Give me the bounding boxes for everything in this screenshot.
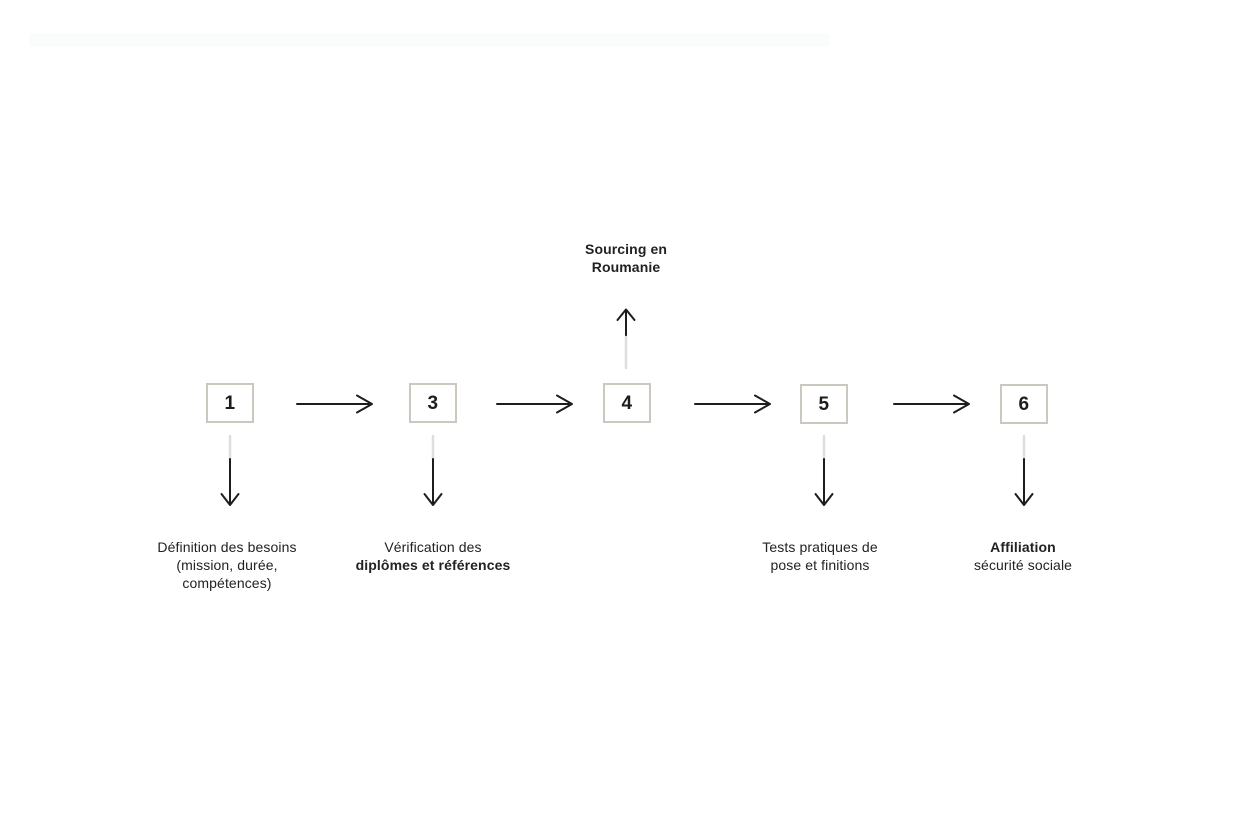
label-line: compétences) — [182, 575, 272, 591]
arrow-down-icon — [1014, 434, 1034, 506]
arrow-right-icon — [496, 394, 573, 414]
step-label-6: Affiliation sécurité sociale — [913, 538, 1133, 574]
arrow-right-icon — [694, 394, 771, 414]
step-box-3: 3 — [409, 383, 457, 423]
label-line: sécurité sociale — [973, 557, 1073, 573]
label-line: Sourcing en — [585, 241, 667, 257]
step-number-6: 6 — [1018, 393, 1030, 415]
step-label-4: Sourcing en Roumanie — [516, 240, 736, 276]
arrow-right-icon — [296, 394, 373, 414]
step-number-5: 5 — [818, 393, 830, 415]
arrow-down-icon — [423, 434, 443, 506]
top-band-artifact — [30, 33, 830, 47]
arrow-up-icon — [616, 308, 636, 370]
step-number-4: 4 — [621, 392, 633, 414]
step-label-1: Définition des besoins (mission, durée, … — [117, 538, 337, 592]
label-line: Définition des besoins — [157, 539, 297, 555]
label-line: diplômes et références — [355, 557, 511, 573]
label-line: Vérification des — [384, 539, 482, 555]
step-box-4: 4 — [603, 383, 651, 423]
step-number-3: 3 — [427, 392, 439, 414]
step-box-6: 6 — [1000, 384, 1048, 424]
arrow-right-icon — [893, 394, 970, 414]
label-line: pose et finitions — [770, 557, 870, 573]
arrow-down-icon — [220, 434, 240, 506]
step-box-5: 5 — [800, 384, 848, 424]
arrow-down-icon — [814, 434, 834, 506]
label-line: Affiliation — [990, 539, 1056, 555]
label-line: (mission, durée, — [176, 557, 278, 573]
label-line: Tests pratiques de — [762, 539, 878, 555]
step-box-1: 1 — [206, 383, 254, 423]
step-label-3: Vérification des diplômes et références — [323, 538, 543, 574]
step-number-1: 1 — [224, 392, 236, 414]
step-label-5: Tests pratiques de pose et finitions — [710, 538, 930, 574]
label-line: Roumanie — [591, 259, 661, 275]
